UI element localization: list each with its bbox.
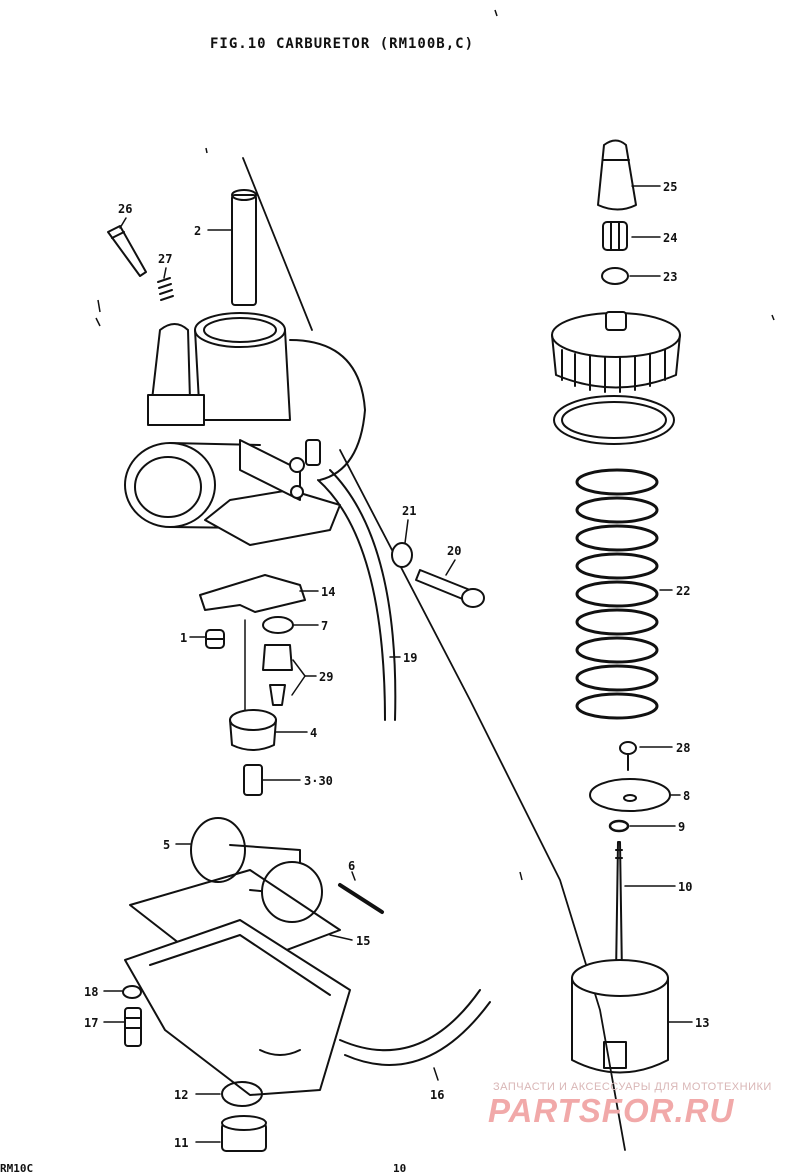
ref-27: 27: [158, 252, 172, 266]
ref-19: 19: [403, 651, 417, 665]
throttle-valve: [571, 959, 669, 1074]
float-chamber: [124, 919, 351, 1096]
ref-29: 29: [319, 670, 333, 684]
ref-12: 12: [174, 1088, 188, 1102]
ref-9: 9: [678, 820, 685, 834]
ref-18: 18: [84, 985, 98, 999]
ref-22: 22: [676, 584, 690, 598]
pilot-jet: [205, 629, 225, 649]
drain-plug-gasket: [221, 1081, 263, 1107]
idle-screw-cap: [391, 542, 413, 568]
cable-adjuster-cap: [597, 139, 637, 211]
leader-lines: [103, 185, 693, 1143]
main-jet: [243, 764, 263, 796]
ref-5: 5: [163, 838, 170, 852]
top-gasket: [553, 395, 675, 445]
ref-8: 8: [683, 789, 690, 803]
float-chamber-plate: [199, 574, 306, 613]
float-pin: [338, 883, 384, 914]
footer-model: RM10C: [0, 1162, 34, 1175]
adjuster-washer: [601, 267, 629, 285]
ref-3-30: 3·30: [304, 774, 333, 788]
breather-tube: [317, 469, 397, 721]
adjuster-nut: [602, 221, 628, 251]
watermark-logo: PARTSFOR.RU: [488, 1092, 735, 1129]
watermark-tagline: ЗАПЧАСТИ И АКСЕССУАРЫ ДЛЯ МОТОТЕХНИКИ: [493, 1081, 772, 1093]
bowl-screw: [124, 1007, 142, 1047]
o-ring: [262, 616, 294, 634]
ref-6: 6: [348, 859, 355, 873]
needle-clip: [608, 819, 630, 833]
ref-4: 4: [310, 726, 317, 740]
ref-14: 14: [321, 585, 335, 599]
mixing-chamber-top: [551, 311, 681, 393]
ref-24: 24: [663, 231, 677, 245]
ref-15: 15: [356, 934, 370, 948]
throttle-stop-screw: [415, 569, 485, 608]
throttle-spring: [575, 468, 659, 720]
air-screw-spring: [157, 277, 174, 301]
float-assembly: [190, 817, 323, 923]
needle-retainer-screw: [619, 741, 637, 771]
ref-25: 25: [663, 180, 677, 194]
assembly-axis-line: [242, 157, 626, 1151]
ref-20: 20: [447, 544, 461, 558]
stray-marks: [95, 9, 775, 881]
figure-title: FIG.10 CARBURETOR (RM100B,C): [210, 36, 475, 52]
ref-7: 7: [321, 619, 328, 633]
ref-1: 1: [180, 631, 187, 645]
ref-13: 13: [695, 1016, 709, 1030]
needle-valve: [262, 644, 293, 706]
ref-11: 11: [174, 1136, 188, 1150]
ref-26: 26: [118, 202, 132, 216]
ref-2: 2: [194, 224, 201, 238]
needle-retainer-plate: [589, 778, 671, 812]
footer-page-number: 10: [393, 1162, 407, 1175]
ref-21: 21: [402, 504, 416, 518]
drain-plug: [221, 1115, 267, 1152]
ref-23: 23: [663, 270, 677, 284]
ref-28: 28: [676, 741, 690, 755]
bowl-screw-washer: [122, 985, 142, 999]
main-jet-holder: [229, 709, 277, 751]
ref-16: 16: [430, 1088, 444, 1102]
ref-17: 17: [84, 1016, 98, 1030]
carburetor-body: [124, 189, 366, 546]
reference-numbers: 25 24 23 26 2 27 21 20 22 14 7 1 19 29 4…: [84, 180, 709, 1150]
air-screw: [107, 225, 147, 277]
jet-needle: [615, 841, 623, 976]
overflow-tube: [339, 989, 491, 1066]
ref-10: 10: [678, 880, 692, 894]
